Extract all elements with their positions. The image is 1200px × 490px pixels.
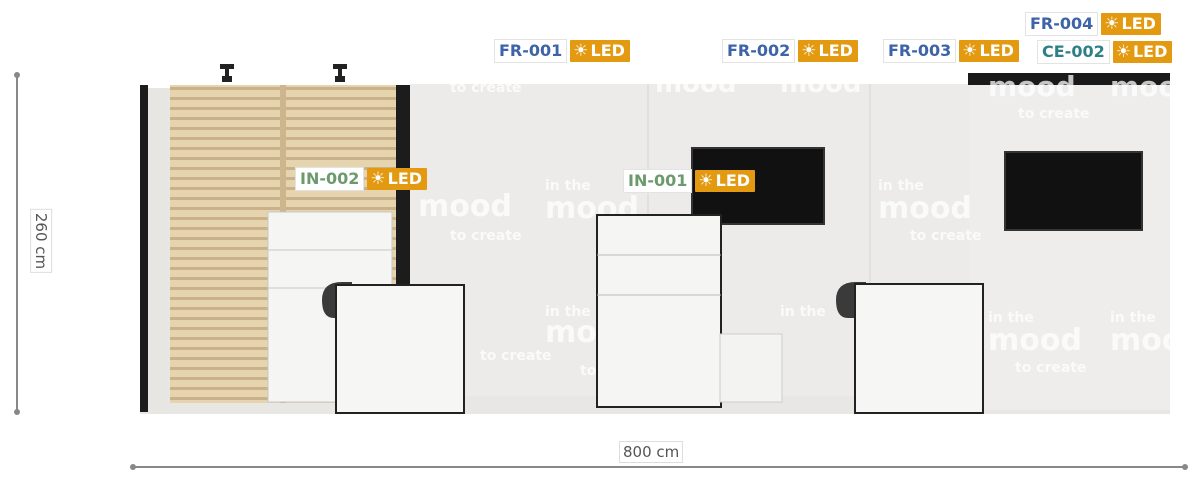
led-badge: ☀LED bbox=[798, 40, 858, 62]
brand-tagline: to create bbox=[1018, 106, 1090, 122]
tag-code: FR-001 bbox=[494, 39, 568, 63]
tag-code: IN-002 bbox=[295, 167, 365, 191]
counter-center bbox=[596, 214, 783, 408]
brand-intro: in the bbox=[878, 178, 924, 194]
counter-right bbox=[854, 283, 984, 414]
led-badge: ☀LED bbox=[959, 40, 1019, 62]
spotlight-left bbox=[220, 64, 234, 82]
led-badge: ☀LED bbox=[1101, 13, 1161, 35]
spotlight-right bbox=[333, 64, 347, 82]
brand-intro: in the bbox=[780, 304, 826, 320]
right-tower-header bbox=[968, 73, 1170, 85]
led-badge: ☀LED bbox=[1112, 41, 1173, 63]
brand-wordmark: mood bbox=[878, 191, 972, 226]
sun-icon: ☀ bbox=[962, 41, 978, 61]
tag-fr-004: FR-004 ☀LED bbox=[1025, 12, 1161, 36]
width-dimension-label: 800 cm bbox=[619, 441, 684, 463]
tag-code: CE-002 bbox=[1037, 40, 1110, 64]
height-dimension-label: 260 cm bbox=[30, 208, 53, 274]
sun-icon: ☀ bbox=[801, 41, 817, 61]
tag-fr-003: FR-003 ☀LED bbox=[883, 39, 1019, 63]
brand-tagline: to create bbox=[1015, 360, 1087, 376]
led-badge: ☀LED bbox=[367, 168, 428, 190]
tag-code: FR-002 bbox=[722, 39, 796, 63]
counter-left-front bbox=[335, 284, 465, 414]
sun-icon: ☀ bbox=[573, 41, 589, 61]
brand-tagline: to create bbox=[450, 228, 522, 244]
brand-tagline: to create bbox=[450, 80, 522, 96]
tag-fr-001: FR-001 ☀LED bbox=[494, 39, 630, 63]
brand-intro: in the bbox=[545, 178, 591, 194]
tag-code: IN-001 bbox=[623, 169, 693, 193]
width-dimension-line bbox=[130, 464, 1188, 470]
sun-icon: ☀ bbox=[1104, 14, 1120, 34]
brand-wordmark: mood bbox=[418, 189, 512, 224]
brand-intro: in the bbox=[545, 304, 591, 320]
brand-wordmark: mood bbox=[780, 69, 861, 99]
led-badge: ☀LED bbox=[695, 170, 756, 192]
right-tower-wall bbox=[970, 84, 1170, 410]
brand-intro: in the bbox=[988, 310, 1034, 326]
tag-fr-002: FR-002 ☀LED bbox=[722, 39, 858, 63]
width-dimension-text: 800 cm bbox=[623, 443, 680, 461]
tag-code: FR-003 bbox=[883, 39, 957, 63]
tv-screen-right bbox=[1004, 151, 1143, 231]
sun-icon: ☀ bbox=[698, 171, 714, 191]
brand-intro: in the bbox=[1110, 310, 1156, 326]
height-dimension-text: 260 cm bbox=[32, 212, 51, 270]
tag-in-002: IN-002 ☀LED bbox=[295, 167, 428, 191]
left-side-panel bbox=[148, 88, 170, 410]
tag-in-001: IN-001 ☀LED bbox=[623, 169, 756, 193]
brand-tagline: to create bbox=[480, 348, 552, 364]
brand-wordmark: mood bbox=[655, 69, 736, 99]
brand-tagline: to create bbox=[910, 228, 982, 244]
left-side-frame bbox=[140, 85, 148, 412]
brand-wordmark: mood bbox=[1110, 323, 1200, 358]
tag-code: FR-004 bbox=[1025, 12, 1099, 36]
sun-icon: ☀ bbox=[1115, 42, 1131, 62]
brand-wordmark: mood bbox=[1110, 70, 1198, 103]
led-badge: ☀LED bbox=[570, 40, 630, 62]
brand-wordmark: mood bbox=[988, 70, 1076, 103]
sun-icon: ☀ bbox=[370, 169, 386, 189]
brand-wordmark: mood bbox=[988, 323, 1082, 358]
tag-ce-002: CE-002 ☀LED bbox=[1037, 40, 1173, 64]
height-dimension-line bbox=[14, 72, 20, 415]
